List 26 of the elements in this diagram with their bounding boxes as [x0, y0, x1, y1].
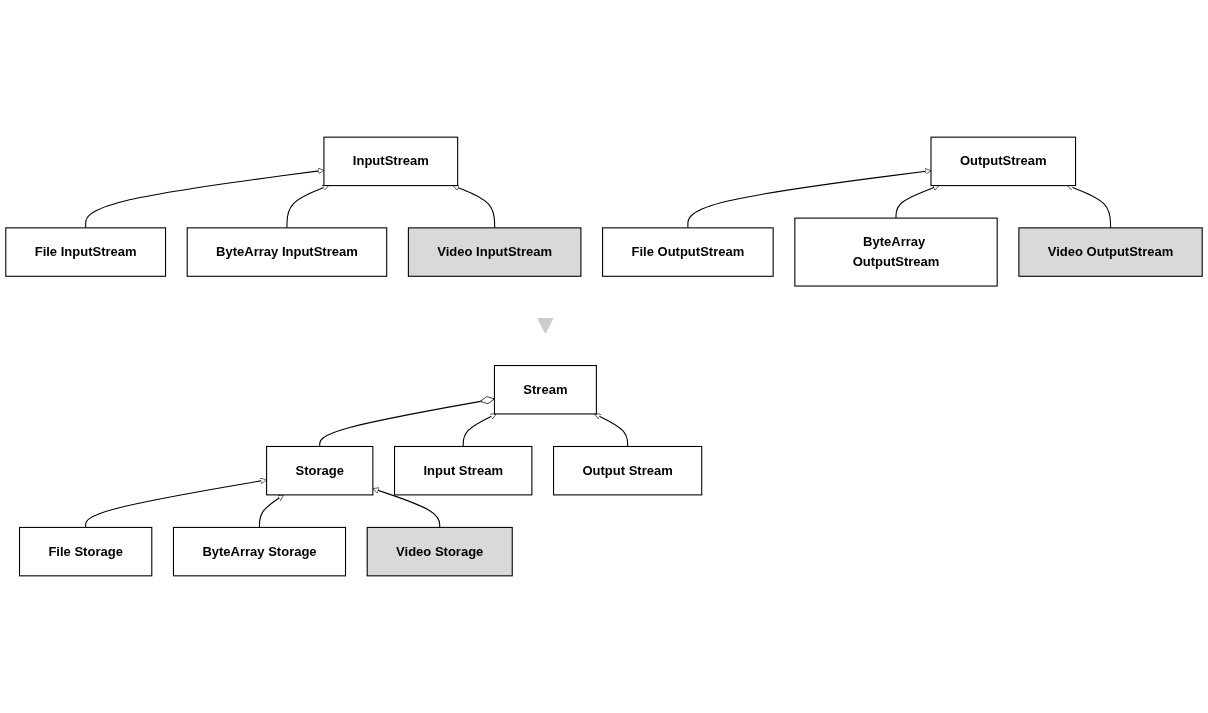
node-box: Video Storage [366, 526, 513, 577]
arrow [895, 184, 940, 219]
arrow [286, 184, 329, 229]
node-box: Video OutputStream [1018, 227, 1203, 277]
node-box: ByteArray Storage [172, 526, 347, 577]
arrow [85, 477, 267, 528]
connector [319, 396, 495, 448]
arrow [594, 413, 629, 448]
node-box: File OutputStream [602, 227, 774, 277]
arrow [452, 184, 496, 229]
node-box: Input Stream [394, 445, 533, 496]
node-box: InputStream [323, 136, 459, 187]
arrow [462, 413, 497, 448]
node-box: OutputStream [930, 136, 1077, 187]
node-box: File InputStream [5, 227, 167, 277]
node-box: ByteArray InputStream [186, 227, 388, 277]
node-box: Storage [266, 445, 374, 496]
node-box: Video InputStream [407, 227, 582, 277]
node-box: Output Stream [553, 445, 703, 496]
node-box: Stream [493, 365, 597, 415]
node-box: File Storage [18, 526, 153, 577]
arrow [372, 487, 441, 528]
arrow [258, 494, 284, 528]
arrow [687, 168, 932, 229]
arrow [1067, 184, 1112, 229]
node-box: ByteArray OutputStream [794, 217, 998, 287]
